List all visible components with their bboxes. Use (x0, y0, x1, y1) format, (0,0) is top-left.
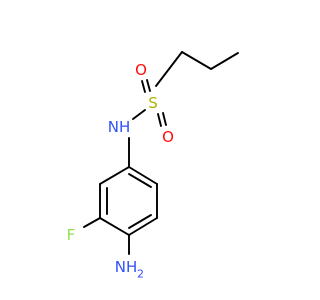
bond-ring-inner-2 (128, 214, 152, 229)
bond-s-n (132, 109, 146, 120)
bond-s-o-bottom-b (157, 113, 162, 127)
bond-s-o-top-b (146, 79, 151, 92)
molecule-structure-diagram: O O S NH F NH 2 (67, 51, 239, 281)
fluorine-label: F (67, 226, 76, 244)
bond-s-o-top-a (141, 80, 146, 93)
bond-s-o-bottom-a (162, 112, 167, 126)
oxygen-top-label: O (135, 61, 147, 79)
sulfur-label: S (148, 94, 158, 112)
amide-nh-label: NH (108, 118, 131, 136)
atom-label-group: O O S NH F NH 2 (67, 61, 174, 281)
bond-c-c-propyl-2 (181, 51, 212, 70)
bond-ring-4 (128, 217, 158, 236)
bond-group (83, 51, 239, 255)
bond-c-c-propyl-1 (210, 52, 239, 70)
amine-subscript-label: 2 (137, 268, 144, 281)
bond-ring-inner-3 (128, 173, 152, 188)
bond-ring-6 (128, 166, 158, 185)
amine-nh-label: NH (115, 258, 138, 276)
oxygen-bottom-label: O (162, 128, 174, 146)
bond-ring-1 (99, 166, 130, 185)
bond-c-f (83, 217, 101, 228)
bond-c-s (155, 51, 183, 87)
bond-ring-3 (99, 217, 130, 236)
